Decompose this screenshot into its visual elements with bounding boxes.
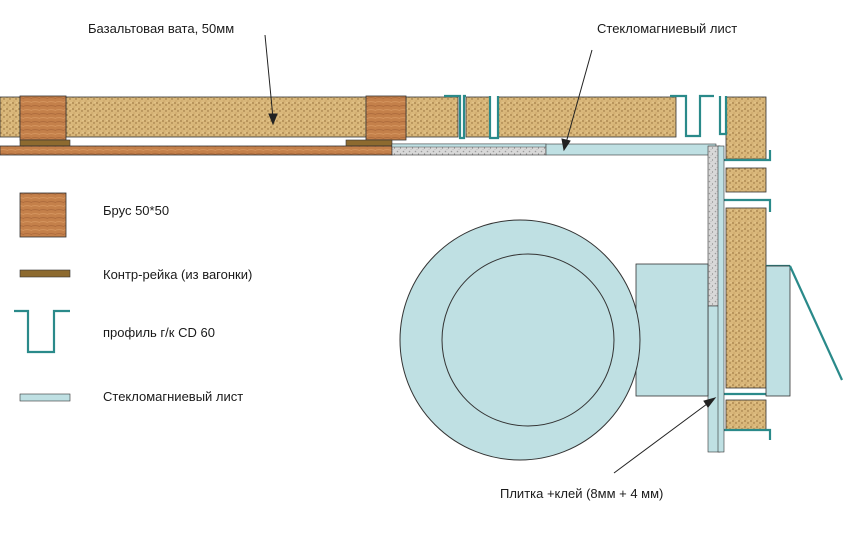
legend-counter-rail-label: Контр-рейка (из вагонки)	[103, 267, 252, 282]
counter-rails	[0, 139, 393, 156]
ceiling-sheet	[391, 143, 717, 156]
legend-counter-rail-swatch	[19, 269, 71, 278]
legend-profile-swatch	[14, 309, 70, 354]
ceiling-beams	[19, 95, 407, 141]
legend-beam-label: Брус 50*50	[103, 203, 169, 218]
wall-insulation	[725, 167, 767, 431]
label-tile: Плитка +клей (8мм + 4 мм)	[500, 486, 663, 501]
ceiling-insulation	[0, 96, 767, 160]
pipe	[399, 219, 844, 461]
label-sheet-top: Стекломагниевый лист	[597, 21, 737, 36]
ceiling-profiles	[444, 94, 714, 140]
callout-arrows	[264, 34, 717, 474]
legend: Брус 50*50 Контр-рейка (из вагонки) проф…	[14, 192, 252, 404]
legend-sheet-swatch	[19, 393, 71, 402]
legend-beam-swatch	[19, 192, 67, 238]
wall-sheet	[707, 145, 725, 453]
legend-profile-label: профиль г/к CD 60	[103, 325, 215, 340]
label-basalt: Базальтовая вата, 50мм	[88, 21, 234, 36]
legend-sheet-label: Стекломагниевый лист	[103, 389, 243, 404]
